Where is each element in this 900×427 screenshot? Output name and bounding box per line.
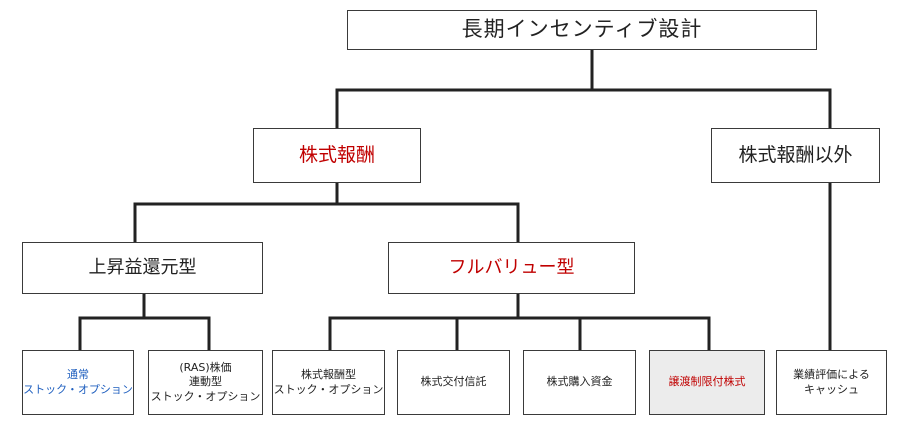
stock-comp-node: 株式報酬: [253, 128, 421, 183]
root-node: 長期インセンティブ設計: [347, 10, 817, 50]
stock-comp-option-node: 株式報酬型 ストック・オプション: [272, 350, 385, 415]
appreciation-node: 上昇益還元型: [22, 242, 263, 294]
ras-option-node: (RAS)株価 連動型 ストック・オプション: [148, 350, 263, 415]
full-value-node: フルバリュー型: [388, 242, 635, 294]
stock-trust-node: 株式交付信託: [397, 350, 510, 415]
purchase-fund-node: 株式購入資金: [523, 350, 636, 415]
cash-eval-node: 業績評価による キャッシュ: [776, 350, 887, 415]
regular-option-node: 通常 ストック・オプション: [22, 350, 134, 415]
restricted-stock-node: 譲渡制限付株式: [649, 350, 765, 415]
non-stock-node: 株式報酬以外: [711, 128, 880, 183]
